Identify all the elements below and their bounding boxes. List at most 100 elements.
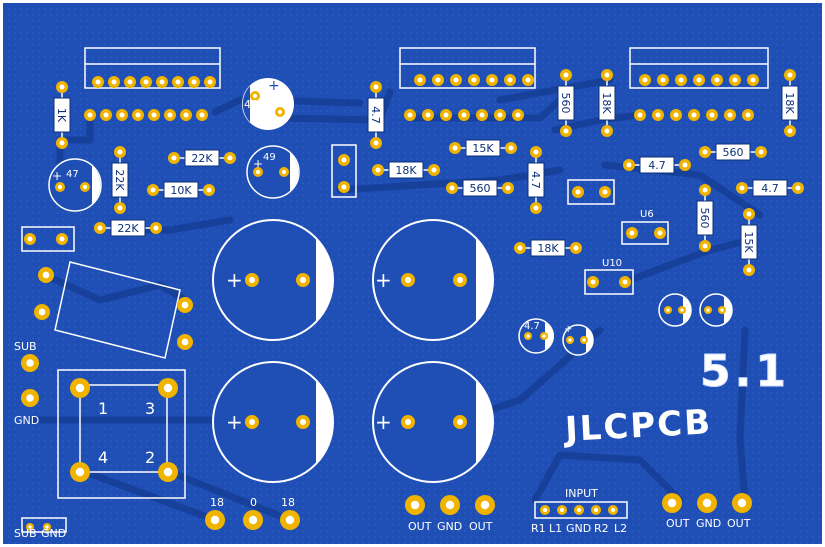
pad-hole: [461, 112, 467, 118]
pad-hole: [373, 84, 379, 90]
pad-hole: [610, 507, 616, 513]
component-outline: [21, 226, 75, 252]
resistor-label: 4.7: [369, 106, 382, 124]
resistor: 22K: [168, 149, 236, 167]
pad-hole: [709, 112, 715, 118]
pad-hole: [758, 149, 764, 155]
resistor-label: 18K: [600, 92, 613, 114]
pad-hole: [341, 157, 347, 163]
big-capacitor-1: +: [212, 219, 334, 341]
pad-hole: [435, 77, 441, 83]
resistor-body: [740, 224, 758, 260]
big-capacitor-2: +: [372, 219, 494, 341]
svg-text:+: +: [253, 157, 263, 171]
sub-gnd-header: [21, 517, 67, 533]
out-left-label-2: GND: [437, 520, 462, 533]
resistor-body: [53, 97, 71, 133]
cap-small: [699, 293, 733, 327]
pad-hole: [706, 308, 710, 312]
pad-hole: [181, 338, 189, 346]
pad-hole: [667, 498, 677, 508]
resistor-label: 22K: [117, 222, 139, 235]
u10-label: U10: [602, 258, 622, 269]
ic-header-middle: [399, 47, 536, 89]
resistor: 18K: [598, 69, 616, 137]
pad-hole: [163, 467, 173, 477]
pad-hole: [375, 167, 381, 173]
pad-hole: [533, 149, 539, 155]
pad-hole: [666, 308, 670, 312]
pad-hole: [702, 149, 708, 155]
resistor-body: [367, 97, 385, 133]
pad-hole: [714, 77, 720, 83]
pad-hole: [59, 140, 65, 146]
pad-hole: [425, 112, 431, 118]
sub-label: SUB: [14, 340, 37, 353]
transformer-pin-1: 1: [98, 399, 108, 418]
input-pin-gnd: GND: [566, 522, 591, 535]
pad-hole: [341, 184, 347, 190]
pad-hole: [575, 189, 581, 195]
pad-hole: [745, 112, 751, 118]
resistor: 22K: [111, 146, 129, 214]
pad-hole: [542, 507, 548, 513]
pad-hole: [525, 77, 531, 83]
pad-hole: [626, 162, 632, 168]
pad-hole: [38, 308, 46, 316]
u6-label: U6: [640, 209, 654, 220]
resistor: 560: [446, 179, 514, 197]
pad-hole: [673, 112, 679, 118]
pad-hole: [657, 230, 663, 236]
pad-hole: [720, 308, 724, 312]
resistor-body: [184, 149, 220, 167]
cap-47: +: [48, 158, 102, 212]
out-right-label-1: OUT: [666, 517, 690, 530]
resistor-label: 560: [723, 146, 744, 159]
pad-hole: [82, 184, 88, 190]
resistor: 10K: [147, 181, 215, 199]
pad-hole: [97, 225, 103, 231]
resistor-label: 15K: [742, 231, 755, 253]
resistor: 4.7: [367, 81, 385, 149]
pad-hole: [497, 112, 503, 118]
pad-hole: [171, 155, 177, 161]
pad-hole: [143, 79, 149, 85]
pad-hole: [181, 301, 189, 309]
resistor-label: 22K: [113, 169, 126, 191]
pad-hole: [26, 359, 34, 367]
resistor-body: [527, 162, 545, 198]
resistor: 18K: [514, 239, 582, 257]
resistor-label: 18K: [395, 164, 417, 177]
resistor-body: [715, 143, 751, 161]
pad-hole: [373, 140, 379, 146]
out-right-label-3: OUT: [727, 517, 751, 530]
resistor-label: 15K: [472, 142, 494, 155]
pad-hole: [505, 185, 511, 191]
resistor: 560: [696, 184, 714, 252]
cap-49: +: [246, 145, 300, 199]
pad-hole: [702, 243, 708, 249]
resistor: 560: [699, 143, 767, 161]
svg-text:+: +: [375, 268, 392, 292]
big-capacitor-4: +: [372, 361, 494, 483]
pad-hole: [604, 72, 610, 78]
pad-hole: [163, 383, 173, 393]
pad-hole: [590, 279, 596, 285]
out-left-label-1: OUT: [408, 520, 432, 533]
pad-hole: [517, 245, 523, 251]
pad-hole: [206, 187, 212, 193]
pad-hole: [604, 128, 610, 134]
pad-hole: [582, 338, 586, 342]
resistor: 18K: [372, 161, 440, 179]
pad-hole: [739, 185, 745, 191]
pad-hole: [533, 205, 539, 211]
resistor: 4.7: [736, 179, 804, 197]
resistor: 15K: [449, 139, 517, 157]
supply-label-3: 18: [281, 496, 295, 509]
component-outline: [567, 179, 615, 205]
supply-label-1: 18: [210, 496, 224, 509]
pad-hole: [508, 145, 514, 151]
pad-hole: [285, 515, 295, 525]
pad-hole: [175, 79, 181, 85]
